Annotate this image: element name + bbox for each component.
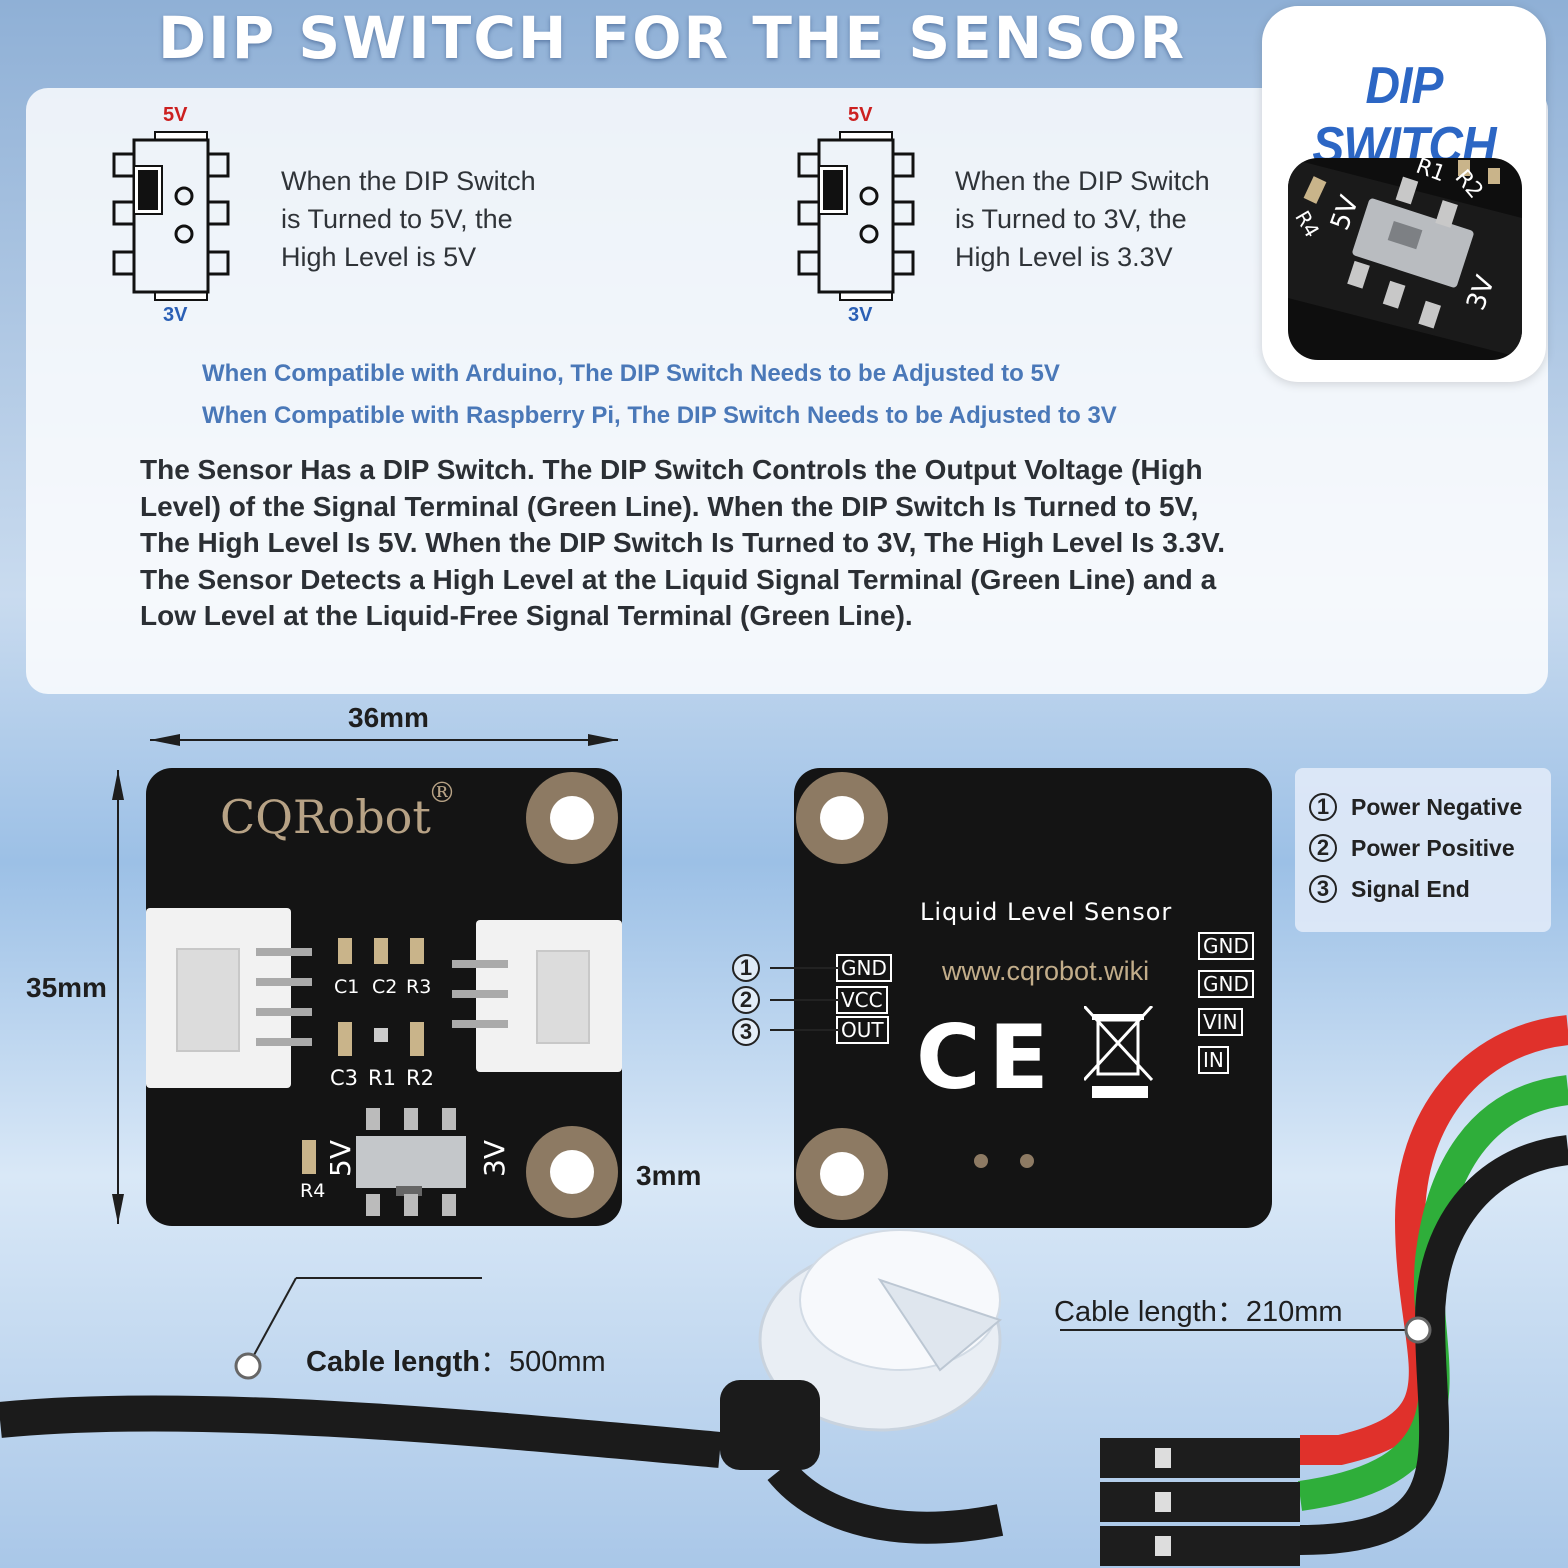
paragraph-line: The Sensor Has a DIP Switch. The DIP Swi… (140, 454, 1203, 485)
paragraph-line: Low Level at the Liquid-Free Signal Term… (140, 600, 913, 632)
product-name: Liquid Level Sensor (920, 898, 1173, 926)
label-c2: C2 (372, 976, 398, 998)
raspberry-pi-note: When Compatible with Raspberry Pi, The D… (202, 402, 1117, 429)
pin-label-vin: VIN (1198, 1008, 1243, 1036)
switch-5v-bottom-label: 3V (163, 304, 188, 326)
desc-line: High Level is 5V (281, 242, 477, 272)
hole-dimension: 3mm (636, 1160, 702, 1191)
mounting-hole (796, 772, 888, 864)
pin-callout-2: 2 (732, 986, 760, 1014)
label-c3: C3 (330, 1066, 359, 1090)
pin-label-gnd-right-2: GND (1198, 970, 1254, 998)
connector-left (146, 908, 291, 1088)
registered-mark: ® (428, 776, 456, 809)
desc-line: High Level is 3.3V (955, 242, 1173, 272)
pin-label-gnd: GND (836, 954, 892, 982)
legend-item: 1 Power Negative (1309, 790, 1522, 824)
front-pcb: CQRobot ® C1 C2 R3 C3 R1 R2 5V 3V R4 (146, 768, 622, 1226)
label-r1: R1 (368, 1066, 396, 1090)
switch-3v-bottom-label: 3V (848, 304, 873, 326)
dip-switch-photo: R1 R2 R4 5V 3V (1288, 158, 1522, 360)
dip-switch-diagram-5v (112, 131, 230, 301)
dip-switch-diagram-3v (797, 131, 915, 301)
legend-text: Power Negative (1351, 793, 1523, 820)
legend-number: 2 (1309, 834, 1337, 862)
description-paragraph: The Sensor Has a DIP Switch. The DIP Swi… (140, 452, 1340, 635)
pin-callout-1: 1 (732, 954, 760, 982)
label-r2: R2 (406, 1066, 434, 1090)
paragraph-line: Level) of the Signal Terminal (Green Lin… (140, 490, 1199, 522)
paragraph-line: The Sensor Detects a High Level at the L… (140, 563, 1217, 595)
desc-line: When the DIP Switch (955, 166, 1210, 196)
height-dimension: 35mm (26, 972, 107, 1003)
slide-switch (356, 1108, 466, 1216)
switch-5v-top-label: 5V (163, 104, 188, 126)
brand-logo: CQRobot (220, 790, 431, 844)
dimension-arrows (112, 734, 618, 1224)
label-r3: R3 (406, 976, 432, 998)
pin-label-vcc: VCC (836, 986, 888, 1014)
label-c1: C1 (334, 976, 360, 998)
legend-item: 2 Power Positive (1309, 831, 1515, 865)
mounting-hole (526, 1126, 618, 1218)
arduino-note: When Compatible with Arduino, The DIP Sw… (202, 360, 1060, 387)
legend-text: Power Positive (1351, 834, 1515, 861)
short-cable-label: Cable length：210mm (1054, 1296, 1343, 1328)
ce-mark: CE (916, 1006, 1057, 1109)
pin-callout-3: 3 (732, 1018, 760, 1046)
long-cable-label: Cable length：500mm (306, 1338, 606, 1380)
cable-illustration (0, 1015, 1568, 1566)
long-cable-title: Cable length (306, 1346, 481, 1378)
pin-label-in: IN (1198, 1046, 1229, 1074)
page-title: DIP SWITCH FOR THE SENSOR (158, 4, 1186, 72)
legend-item: 3 Signal End (1309, 872, 1470, 906)
desc-line: is Turned to 5V, the (281, 204, 513, 234)
switch-3v-top-label: 5V (848, 104, 873, 126)
desc-line: When the DIP Switch (281, 166, 536, 196)
dip-switch-callout: DIP SWITCH R1 R2 R4 5V 3V (1262, 6, 1546, 382)
width-dimension: 36mm (348, 702, 429, 733)
paragraph-line: The High Level Is 5V. When the DIP Switc… (140, 527, 1226, 559)
switch-3v-description: When the DIP Switch is Turned to 3V, the… (955, 162, 1210, 276)
legend-number: 3 (1309, 875, 1337, 903)
pin-legend: 1 Power Negative 2 Power Positive 3 Sign… (1295, 768, 1551, 932)
long-cable-value: ：500mm (480, 1346, 606, 1378)
dip-switch-closeup (1288, 158, 1522, 358)
weee-bin-icon (1084, 1006, 1154, 1098)
switch-5v-description: When the DIP Switch is Turned to 5V, the… (281, 162, 536, 276)
label-r4: R4 (300, 1180, 326, 1202)
legend-number: 1 (1309, 793, 1337, 821)
desc-line: is Turned to 3V, the (955, 204, 1187, 234)
legend-text: Signal End (1351, 875, 1470, 902)
back-pcb: Liquid Level Sensor www.cqrobot.wiki CE … (794, 768, 1272, 1228)
mounting-hole (526, 772, 618, 864)
product-url: www.cqrobot.wiki (942, 956, 1150, 986)
mounting-hole (796, 1128, 888, 1220)
pin-label-gnd-right-1: GND (1198, 932, 1254, 960)
